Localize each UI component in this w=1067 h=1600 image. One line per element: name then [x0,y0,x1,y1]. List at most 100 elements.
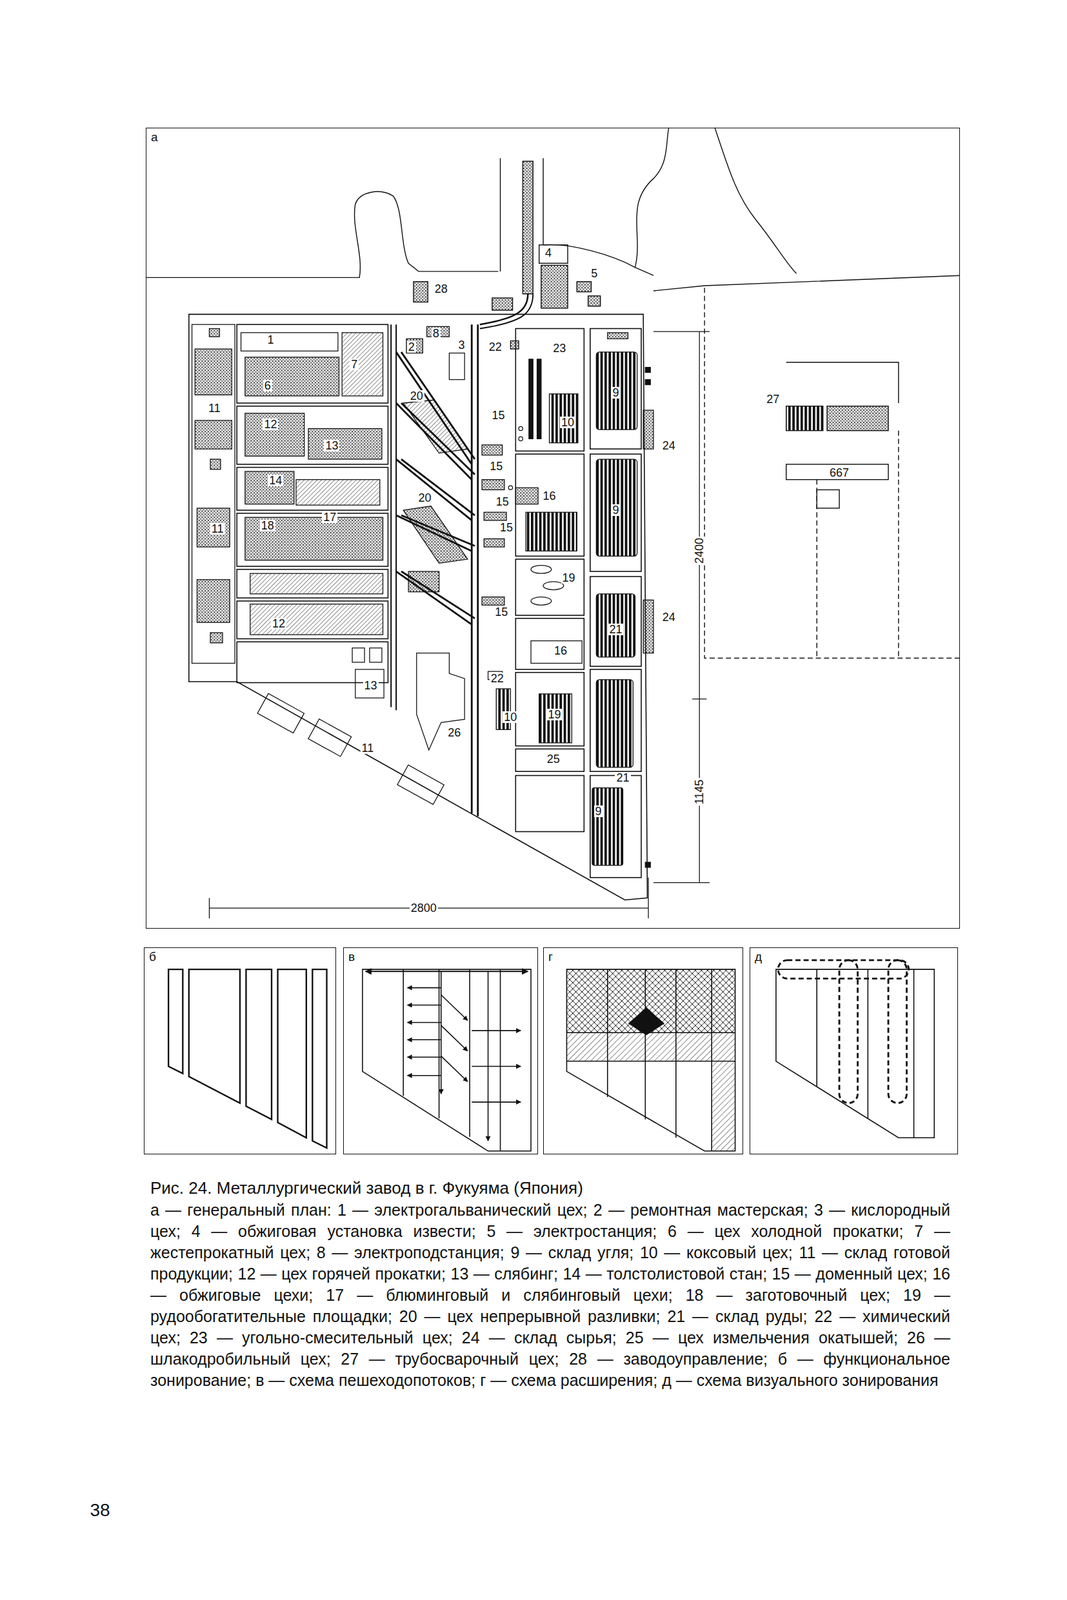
raw-material-yards-part [596,679,633,768]
product-stores-part [194,349,232,395]
raw-material-yards-part [645,367,651,373]
raw-material-yards-part [643,599,654,653]
callout-number: 11 [359,742,375,755]
product-stores-part [210,632,223,644]
pedestrian-flow-scheme-part [407,1039,442,1042]
furnace-area-part [448,352,465,380]
coastline-part [653,275,960,291]
plant-outline-part [236,406,388,465]
top-structures-part [479,294,533,330]
furnace-area-part [518,436,523,441]
plant-outline-part [390,324,397,711]
pedestrian-flow-scheme-part [407,1005,442,1007]
callout-number: 10 [502,711,519,724]
callout-number: 15 [494,496,511,508]
furnace-area-part-part [396,571,475,625]
top-structures-part [576,281,591,293]
plant-outline-part [236,513,388,567]
dimension-lines [209,331,710,919]
pedestrian-flow-scheme-part [441,1025,468,1052]
plant-outline-part [515,672,584,747]
raw-material-yards-part [515,487,539,504]
coastline-part [634,127,669,268]
product-stores-part [209,328,220,337]
panel-letter: г [543,948,558,966]
product-stores-part [210,459,221,470]
product-stores-part [257,693,304,733]
plant-outline-part [236,601,388,640]
callout-number: 12 [270,618,287,630]
callout-number: 15 [488,460,504,473]
plant-outline-part [236,569,388,599]
figure-panel: в [343,947,539,1155]
plant-outline-part [515,559,584,616]
product-stores-part [196,508,230,548]
top-structures-part [479,294,528,325]
raw-material-yards-part [549,394,579,444]
visual-zoning-scheme-part [839,960,858,1104]
raw-material-yards-part [539,694,573,744]
pipe-plant-area-part [816,489,840,508]
raw-material-yards-part [530,597,552,606]
pedestrian-flow-scheme-part [487,971,489,1142]
plant-outline [189,314,648,900]
raw-material-yards-part [592,788,623,866]
rolling-mill-buildings-part [250,573,384,595]
raw-material-yards-part [607,332,629,339]
expansion-scheme [566,969,735,1152]
rolling-mill-buildings-part [245,357,340,397]
plant-outline-part [590,454,642,572]
plant-outline-part [515,748,584,772]
zoning-scheme-part [278,969,307,1138]
pipe-plant-area-part [704,287,960,659]
visual-zoning-scheme-part [777,960,909,979]
pedestrian-flow-scheme-part [441,1056,468,1083]
plant-outline-part [515,776,584,833]
plant-outline-part [515,618,584,670]
product-stores [192,324,445,805]
expansion-scheme-part [628,1008,664,1035]
top-structures-part [522,161,533,295]
visual-zoning-scheme-part [816,969,914,1138]
pedestrian-flow-scheme-part [407,1022,442,1024]
figure-panel: г [543,947,744,1155]
figure-title: Рис. 24. Металлургический завод в г. Фук… [150,1177,951,1200]
pedestrian-flow-scheme-part [403,969,500,1152]
visual-zoning-scheme [776,960,935,1138]
coastline-part [145,191,499,278]
expansion-scheme-part [566,1032,735,1062]
furnace-area-part [408,571,439,593]
expansion-scheme-part [566,969,735,1152]
dimension-lines-part [209,877,649,919]
callout-number: 13 [323,439,340,452]
plant-outline-part [590,328,642,449]
product-stores-part [192,324,235,664]
pedestrian-flow-scheme-part [365,970,529,973]
pedestrian-flow-scheme-part [362,969,531,1152]
zoning-scheme-part [189,969,240,1104]
pipe-plant-area [704,287,960,659]
callout-number: 23 [551,342,568,355]
top-structures [413,158,601,329]
callout-number: 11 [207,402,222,415]
plant-outline-part [189,314,648,900]
zoning-scheme [168,969,327,1149]
visual-zoning-scheme-part [776,969,935,1138]
pipe-plant-area-part [786,464,889,480]
raw-material-yards-part [525,512,577,551]
product-stores-part [308,719,352,757]
raw-material-yards-part [645,862,651,868]
furnace-area-part-part [396,459,475,521]
callout-number: 9 [610,504,620,517]
furnace-area-part [396,352,475,625]
plant-outline-part [590,776,642,878]
raw-material-yards-part [596,459,637,557]
furnace-area-part [483,538,505,548]
callout-number: 667 [828,467,851,479]
callout-number: 15 [493,606,509,619]
rolling-mill-buildings-part [352,648,365,663]
pedestrian-flow-scheme-part [471,1030,521,1032]
rolling-mill-buildings-part [241,332,339,351]
furnace-area-part [481,597,505,606]
